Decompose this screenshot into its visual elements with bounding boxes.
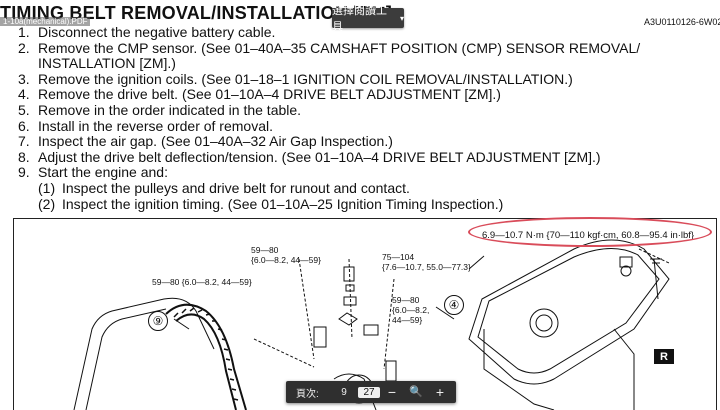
page-navigation-bar: 頁次: 9 27 − 🔍 +	[286, 381, 456, 403]
callout-9: ⑨	[148, 311, 168, 331]
chevron-down-icon: ▾	[399, 13, 404, 23]
search-icon[interactable]: 🔍	[409, 386, 423, 398]
torque-label-c: 75—104 {7.6—10.7, 55.0—77.3}	[382, 252, 471, 272]
file-name-label: 1-10a(mechanical).PDF	[0, 17, 91, 26]
step-item: 1.Disconnect the negative battery cable.	[18, 24, 276, 40]
page-title: TIMING BELT REMOVAL/INSTALLATION [ZM]	[0, 3, 393, 23]
substep-item: (1)Inspect the pulleys and drive belt fo…	[38, 179, 410, 196]
procedure-steps: 1.Disconnect the negative battery cable.…	[18, 24, 718, 212]
engine-diagram: 59—80 {6.0—8.2, 44—59} 59—80 {6.0—8.2, 4…	[13, 218, 717, 410]
zoom-out-icon[interactable]: −	[387, 384, 397, 400]
substep-item: (2)Inspect the ignition timing. (See 01–…	[38, 195, 504, 212]
document-number: A3U0110126-6W02	[644, 17, 720, 27]
r-label: R	[654, 349, 674, 364]
step-item: 6.Install in the reverse order of remova…	[18, 117, 273, 134]
page-label: 頁次:	[296, 388, 319, 400]
reading-tools-button[interactable]: 選擇閱讀工具 ▾	[332, 5, 404, 33]
current-page-input[interactable]: 9	[341, 386, 347, 398]
torque-label-b: 59—80 {6.0—8.2, 44—59}	[152, 277, 252, 287]
callout-4: ④	[444, 295, 464, 315]
torque-label-a: 59—80 {6.0—8.2, 44—59}	[251, 245, 321, 265]
step-item: 2.Remove the CMP sensor. (See 01–40A–35 …	[18, 39, 641, 56]
step-item: 4.Remove the drive belt. (See 01–10A–4 D…	[18, 86, 501, 103]
step-item: INSTALLATION [ZM].)	[38, 55, 176, 72]
step-item: 3.Remove the ignition coils. (See 01–18–…	[18, 70, 573, 87]
step-item: 8.Adjust the drive belt deflection/tensi…	[18, 148, 601, 165]
step-item: 5.Remove in the order indicated in the t…	[18, 101, 302, 118]
torque-label-d: 59—80 {6.0—8.2, 44—59}	[392, 295, 430, 325]
total-pages: 27	[358, 386, 380, 398]
reading-tools-label: 選擇閱讀工具	[332, 5, 387, 33]
step-item: 7.Inspect the air gap. (See 01–40A–32 Ai…	[18, 133, 393, 150]
step-item: 9.Start the engine and:	[18, 164, 168, 181]
red-highlight-annotation	[468, 217, 712, 247]
zoom-in-icon[interactable]: +	[435, 384, 445, 400]
